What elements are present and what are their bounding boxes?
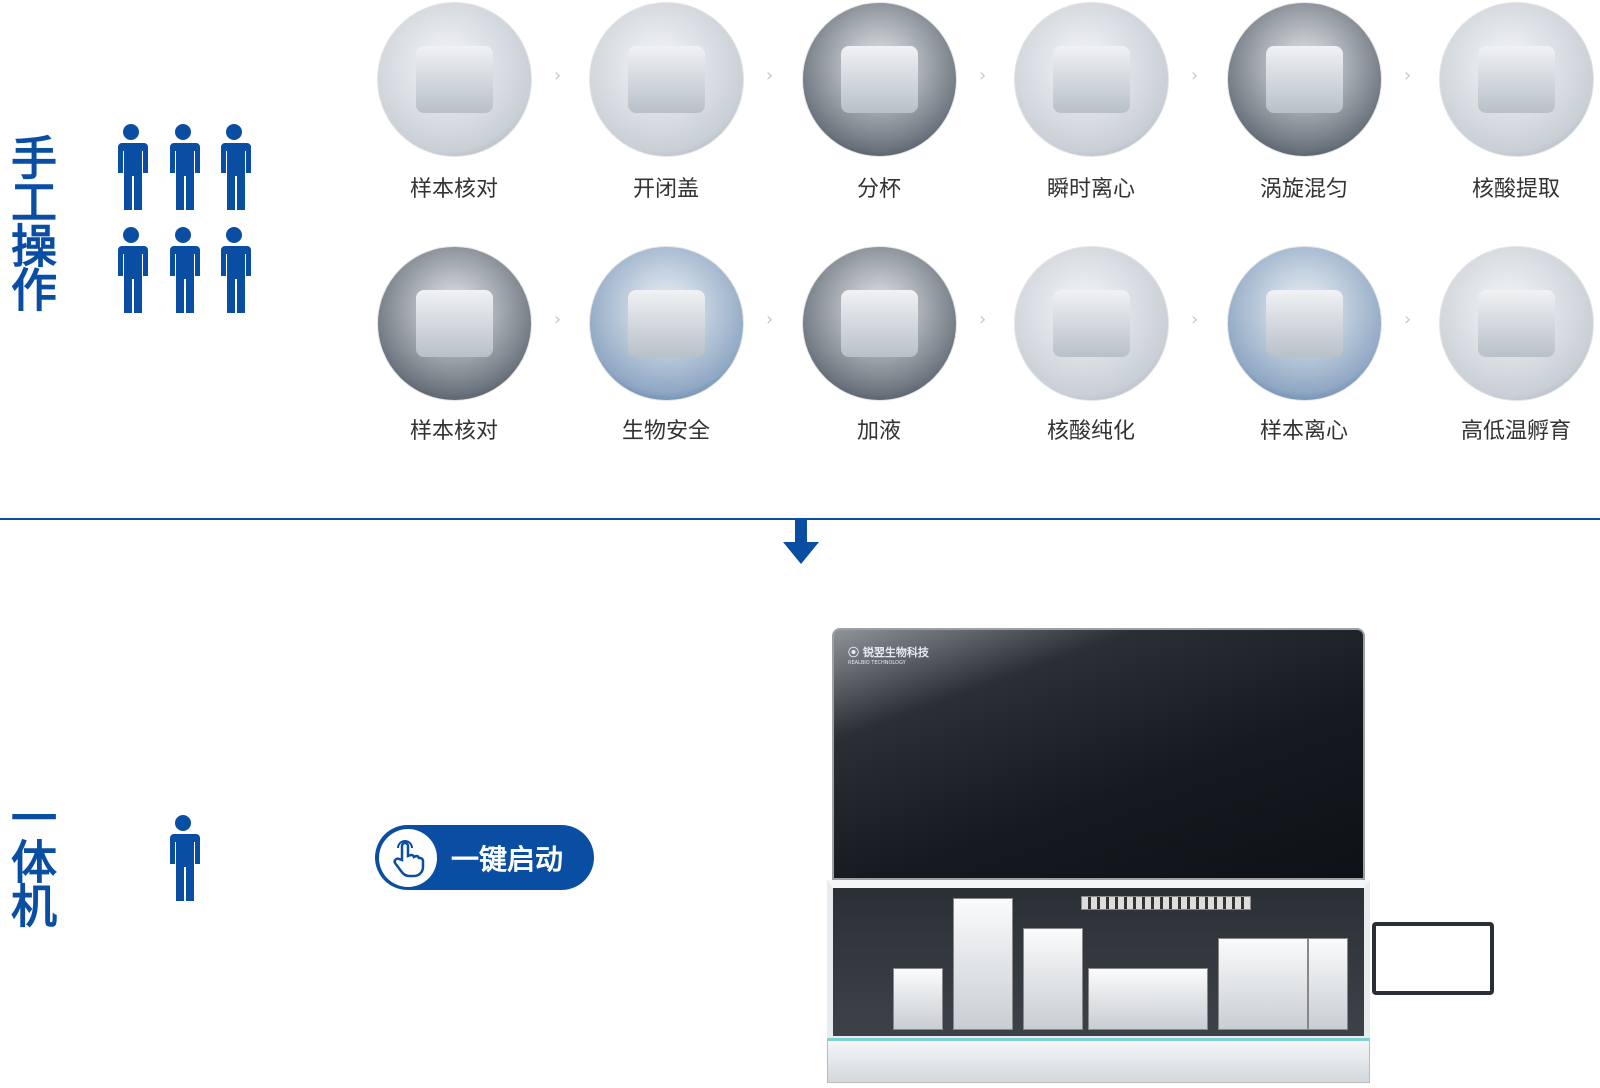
chevron-right-icon: › xyxy=(1191,65,1199,86)
chevron-right-icon: › xyxy=(766,65,774,86)
step-label: 开闭盖 xyxy=(632,177,699,202)
step-label: 样本核对 xyxy=(409,419,498,444)
cap-open-photo xyxy=(589,2,744,157)
aliquot-photo xyxy=(802,2,957,157)
step-label: 瞬时离心 xyxy=(1046,177,1135,202)
centrifuge-photo xyxy=(377,246,532,401)
step-label: 核酸提取 xyxy=(1471,177,1560,202)
control-tablet xyxy=(1372,922,1494,995)
start-button-label: 一键启动 xyxy=(451,842,564,876)
sample-centrifuge-photo xyxy=(1227,246,1382,401)
step-label: 样本离心 xyxy=(1259,419,1348,444)
step-label: 高低温孵育 xyxy=(1460,419,1571,444)
machine-base xyxy=(827,1038,1370,1083)
chevron-right-icon: › xyxy=(554,309,562,330)
chevron-right-icon: › xyxy=(1404,65,1412,86)
vortex-mixer-photo xyxy=(1227,2,1382,157)
step-label: 加液 xyxy=(856,419,901,444)
step-label: 分杯 xyxy=(856,177,901,202)
step-label: 样本核对 xyxy=(409,177,498,202)
machine-work-bay xyxy=(827,880,1370,1042)
incubator-photo xyxy=(1439,246,1594,401)
person-icon xyxy=(165,227,201,313)
step-label: 核酸纯化 xyxy=(1046,419,1135,444)
chevron-right-icon: › xyxy=(766,309,774,330)
manual-operation-title: 手工操作 xyxy=(4,134,58,310)
person-icon xyxy=(165,815,201,901)
arrow-down-icon xyxy=(783,520,819,564)
chevron-right-icon: › xyxy=(979,309,987,330)
chevron-right-icon: › xyxy=(1404,309,1412,330)
person-icon xyxy=(165,124,201,210)
chevron-right-icon: › xyxy=(979,65,987,86)
sample-check-photo xyxy=(377,2,532,157)
liquid-handler-photo xyxy=(802,246,957,401)
person-icon xyxy=(113,227,149,313)
one-click-start-button[interactable]: 一键启动 xyxy=(375,825,594,890)
nucleic-acid-extraction-photo xyxy=(1439,2,1594,157)
person-icon xyxy=(113,124,149,210)
purification-plate-photo xyxy=(1014,246,1169,401)
hand-tap-icon xyxy=(379,828,437,887)
step-label: 生物安全 xyxy=(621,419,710,444)
person-icon xyxy=(216,227,252,313)
biosafety-cabinet-photo xyxy=(589,246,744,401)
integrated-machine-title: 一体机 xyxy=(4,794,58,926)
chevron-right-icon: › xyxy=(1191,309,1199,330)
quick-centrifuge-photo xyxy=(1014,2,1169,157)
person-icon xyxy=(216,124,252,210)
step-label: 涡旋混匀 xyxy=(1259,177,1348,202)
chevron-right-icon: › xyxy=(554,65,562,86)
section-divider xyxy=(0,518,1600,520)
